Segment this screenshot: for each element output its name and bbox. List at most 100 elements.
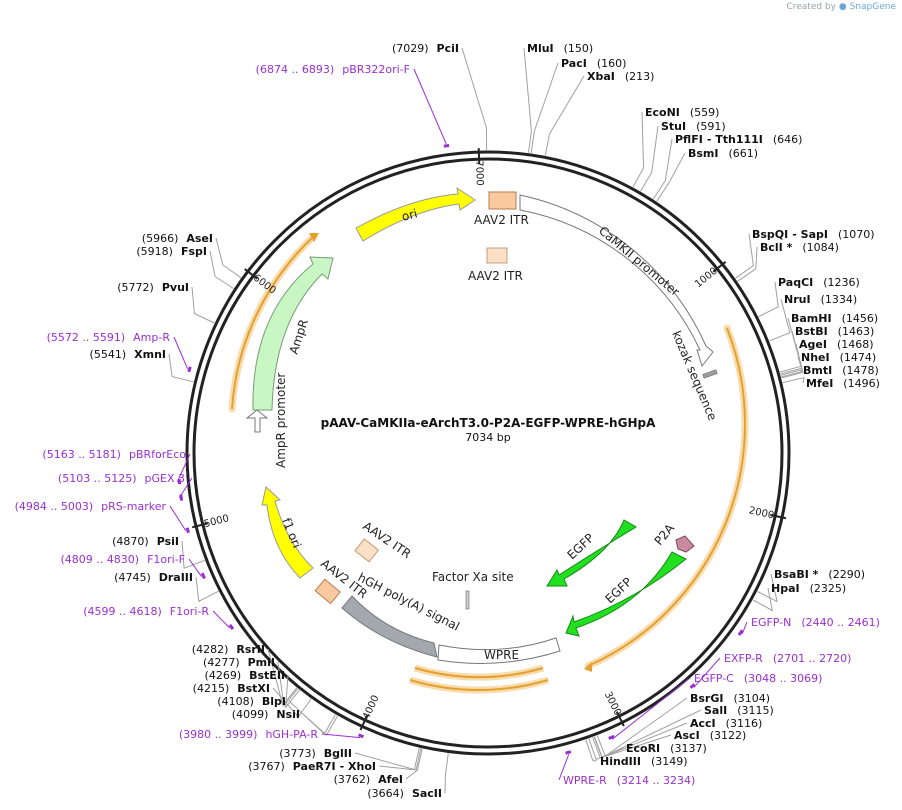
primer-bar bbox=[185, 527, 190, 534]
enzyme-name: NruI bbox=[784, 293, 811, 306]
enzyme-name: HpaI bbox=[771, 582, 800, 595]
aav2-itr-box-left bbox=[314, 578, 341, 605]
enzyme-site-line bbox=[181, 540, 205, 569]
watermark-prefix: Created by bbox=[786, 2, 836, 12]
snapgene-logo-icon: ● bbox=[838, 2, 847, 12]
enzyme-position: (150) bbox=[564, 42, 594, 55]
primer-label: (4599 .. 4618)F1ori-R bbox=[83, 605, 209, 618]
enzyme-label: AscI(3122) bbox=[674, 729, 746, 742]
enzyme-name: RsrII bbox=[236, 643, 265, 656]
primer-name: pRS-marker bbox=[101, 500, 166, 513]
enzyme-position: (3762) bbox=[334, 773, 371, 786]
enzyme-position: (1456) bbox=[842, 312, 879, 325]
enzyme-label: (7029)PciI bbox=[392, 42, 459, 55]
enzyme-name: AfeI bbox=[378, 773, 403, 786]
enzyme-label: PacI(160) bbox=[561, 57, 626, 70]
enzyme-site-line bbox=[585, 739, 598, 762]
enzyme-name: NsiI bbox=[276, 708, 300, 721]
enzyme-label: (5772)PvuI bbox=[117, 281, 189, 294]
enzyme-site-line bbox=[461, 47, 488, 151]
primer-name: pBR322ori-F bbox=[342, 63, 410, 76]
enzyme-name: PflFI bbox=[675, 133, 703, 146]
enzyme-label: SalI(3115) bbox=[704, 704, 774, 717]
enzyme-site-line bbox=[757, 573, 778, 603]
primer-range: (2440 .. 2461) bbox=[801, 616, 880, 629]
enzyme-name: BclI * bbox=[760, 241, 793, 254]
tick-mark bbox=[615, 711, 625, 727]
enzyme-position: (3116) bbox=[726, 717, 763, 730]
primer-bar bbox=[187, 366, 192, 373]
enzyme-label: BamHI(1456) bbox=[791, 312, 878, 325]
enzyme-name: HindIII bbox=[600, 755, 641, 768]
f1-ori-arrow bbox=[261, 486, 314, 579]
enzyme-name: PaeR7I bbox=[293, 760, 336, 773]
enzyme-position: (1468) bbox=[837, 338, 874, 351]
enzyme-name: BglII bbox=[324, 747, 352, 760]
tick-mark bbox=[712, 261, 727, 273]
enzyme-site-line bbox=[215, 237, 242, 279]
enzyme-position: (4108) bbox=[217, 695, 254, 708]
primer-name: hGH-PA-R bbox=[265, 728, 318, 741]
primer-bar bbox=[565, 750, 572, 755]
enzyme-position: (4870) bbox=[112, 535, 149, 548]
primer-label: (4984 .. 5003) pRS-marker bbox=[15, 500, 167, 513]
enzyme-name: AgeI bbox=[799, 338, 827, 351]
feature-label-wpre: WPRE bbox=[484, 648, 519, 662]
enzyme-position: (7029) bbox=[392, 42, 429, 55]
orf-arc-left-line bbox=[231, 235, 315, 410]
aav2-itr-box-inner bbox=[486, 247, 508, 264]
primer-range: (4984 .. 5003) bbox=[15, 500, 94, 513]
enzyme-position: (1084) bbox=[802, 241, 839, 254]
enzyme-name: BsaBI * bbox=[774, 568, 819, 581]
enzyme-label: (5918)FspI bbox=[136, 245, 207, 258]
primer-label: (5572 .. 5591)Amp-R bbox=[47, 331, 171, 344]
aav2-itr-box-top bbox=[488, 191, 517, 210]
primer-leader bbox=[178, 477, 193, 499]
enzyme-name: EcoRI bbox=[626, 742, 660, 755]
enzyme-site-line bbox=[530, 62, 559, 154]
enzyme-label: BstBI(1463) bbox=[795, 325, 874, 338]
primer-range: (4809 .. 4830) bbox=[61, 553, 140, 566]
enzyme-site-line bbox=[285, 674, 300, 709]
enzyme-name: AseI bbox=[186, 232, 213, 245]
enzyme-label: BspQI- SapI(1070) bbox=[752, 228, 875, 241]
enzyme-name: AscI bbox=[674, 729, 700, 742]
feature-label-aav2-itr-top: AAV2 ITR bbox=[474, 213, 529, 227]
enzyme-site-line bbox=[656, 152, 686, 202]
primer-bar bbox=[443, 143, 450, 148]
primer-range: (6874 .. 6893) bbox=[256, 63, 335, 76]
enzyme-site-lines bbox=[168, 47, 805, 794]
enzyme-position: (1334) bbox=[821, 293, 858, 306]
enzyme-label: HpaI(2325) bbox=[771, 582, 846, 595]
enzyme-label: (4282) RsrII bbox=[192, 643, 265, 656]
enzyme-name: SalI bbox=[704, 704, 727, 717]
enzyme-site-line bbox=[758, 281, 779, 318]
enzyme-name: NheI bbox=[801, 351, 830, 364]
primer-leader bbox=[188, 558, 202, 577]
primer-leader bbox=[176, 453, 191, 483]
enzyme-position: (3767) bbox=[248, 760, 285, 773]
enzyme-name: XbaI bbox=[587, 70, 615, 83]
enzyme-position: (1463) bbox=[838, 325, 875, 338]
enzyme-label: (3762) AfeI bbox=[334, 773, 403, 786]
features bbox=[245, 186, 718, 664]
egfp-inner-arrow bbox=[546, 519, 637, 587]
enzyme-position: (4745) bbox=[114, 571, 151, 584]
enzyme-name: EcoNI bbox=[645, 106, 680, 119]
snapgene-watermark: Created by ● SnapGene bbox=[786, 2, 896, 12]
enzyme-site-line bbox=[752, 587, 773, 612]
enzyme-name: PvuI bbox=[162, 281, 189, 294]
backbone-outer-ring bbox=[185, 150, 791, 756]
primer-range: (3214 .. 3234) bbox=[617, 774, 696, 787]
plasmid-name: pAAV-CaMKIIa-eArchT3.0-P2A-EGFP-WPRE-hGH… bbox=[321, 416, 656, 430]
enzyme-site-line bbox=[782, 376, 805, 384]
feature-label-egfp-outer: EGFP bbox=[602, 575, 634, 606]
feature-label-factor-xa-site: Factor Xa site bbox=[432, 570, 514, 584]
primer-range: (3048 .. 3069) bbox=[744, 672, 823, 685]
primer-range: (4599 .. 4618) bbox=[83, 605, 162, 618]
enzyme-position: (4282) bbox=[192, 643, 229, 656]
orf-arc-right-line bbox=[587, 327, 746, 667]
enzyme-label: (4108)BlpI bbox=[217, 695, 286, 708]
primer-label: (5163 .. 5181)pBRforEco bbox=[42, 448, 186, 461]
